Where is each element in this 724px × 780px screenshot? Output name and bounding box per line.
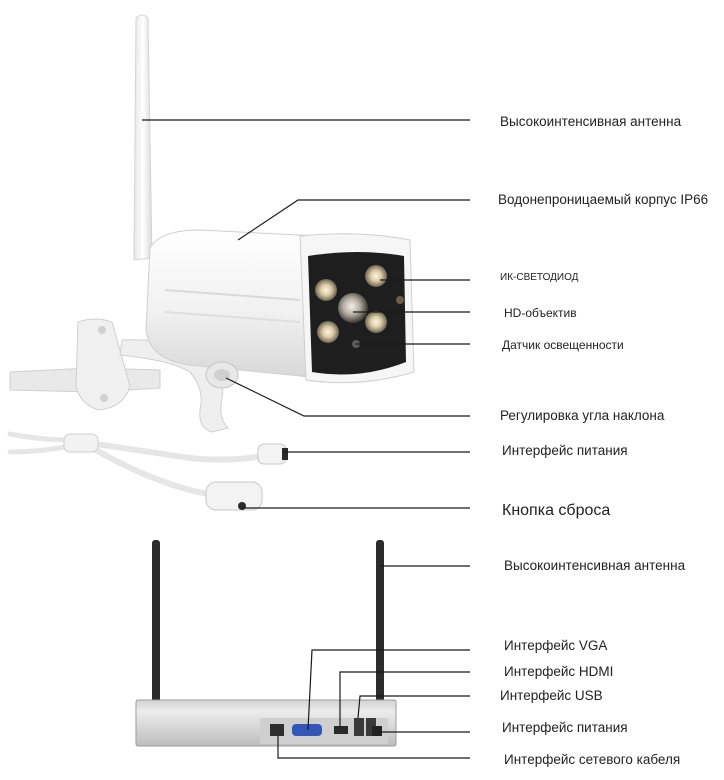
label-usb: Интерфейс USB	[500, 688, 603, 703]
camera-illustration	[7, 14, 415, 511]
label-vga: Интерфейс VGA	[504, 638, 608, 653]
label-tilt-adjust: Регулировка угла наклона	[500, 408, 665, 423]
nvr-illustration	[135, 540, 397, 747]
ir-led-icon	[317, 321, 339, 343]
antenna	[133, 14, 153, 261]
vga-port-icon	[292, 724, 322, 736]
label-hd-lens: HD-объектив	[504, 306, 577, 320]
label-nvr-power: Интерфейс питания	[502, 720, 628, 735]
hdmi-port-icon	[334, 726, 348, 734]
label-ir-led: ИК-СВЕТОДИОД	[500, 272, 579, 283]
label-hdmi: Интерфейс HDMI	[504, 664, 614, 679]
ir-led-icon	[315, 279, 337, 301]
ir-led-icon	[365, 311, 387, 333]
nvr-antenna-right	[376, 540, 384, 720]
hd-lens-icon	[338, 293, 368, 323]
label-nvr-antenna: Высокоинтенсивная антенна	[504, 558, 686, 573]
ethernet-port-icon	[270, 724, 284, 736]
usb-port-icon	[366, 718, 376, 736]
camera-leader-lines	[142, 119, 470, 509]
label-camera-power: Интерфейс питания	[502, 443, 628, 458]
label-reset-button: Кнопка сброса	[502, 502, 611, 519]
nvr-leader-lines	[277, 565, 470, 759]
power-connector	[257, 443, 287, 465]
usb-port-icon	[354, 718, 364, 736]
nvr-antenna-left	[152, 540, 160, 720]
label-waterproof-housing: Водонепроницаемый корпус IP66	[498, 192, 709, 207]
reset-connector	[205, 481, 263, 511]
ir-led-icon	[365, 265, 387, 287]
label-light-sensor: Датчик освещенности	[502, 338, 624, 352]
label-camera-antenna: Высокоинтенсивная антенна	[500, 114, 682, 129]
camera-housing	[145, 229, 321, 379]
label-network-cable: Интерфейс сетевого кабеля	[504, 752, 681, 767]
dc-power-port-icon	[372, 726, 382, 736]
